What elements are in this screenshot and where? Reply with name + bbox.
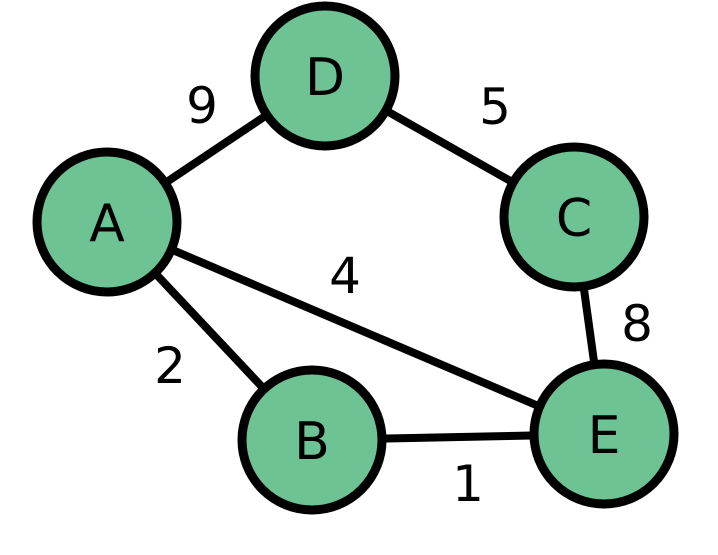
node-label-C: C	[556, 189, 592, 249]
node-B	[237, 365, 387, 515]
edge-weight-A-B: 2	[154, 337, 186, 395]
node-A	[32, 147, 182, 297]
node-label-E: E	[588, 406, 621, 466]
node-label-D: D	[305, 48, 345, 108]
edge-weight-A-D: 9	[186, 77, 218, 135]
node-C	[499, 142, 649, 292]
edge-weight-A-E: 4	[329, 247, 361, 305]
node-label-B: B	[294, 412, 330, 472]
edge-weight-C-E: 8	[621, 295, 653, 353]
edge-weight-B-E: 1	[452, 455, 484, 513]
edge-A-E	[103, 218, 608, 438]
node-E	[529, 359, 679, 509]
node-label-A: A	[89, 194, 125, 254]
node-D	[250, 1, 400, 151]
edge-weight-D-C: 5	[479, 78, 511, 136]
